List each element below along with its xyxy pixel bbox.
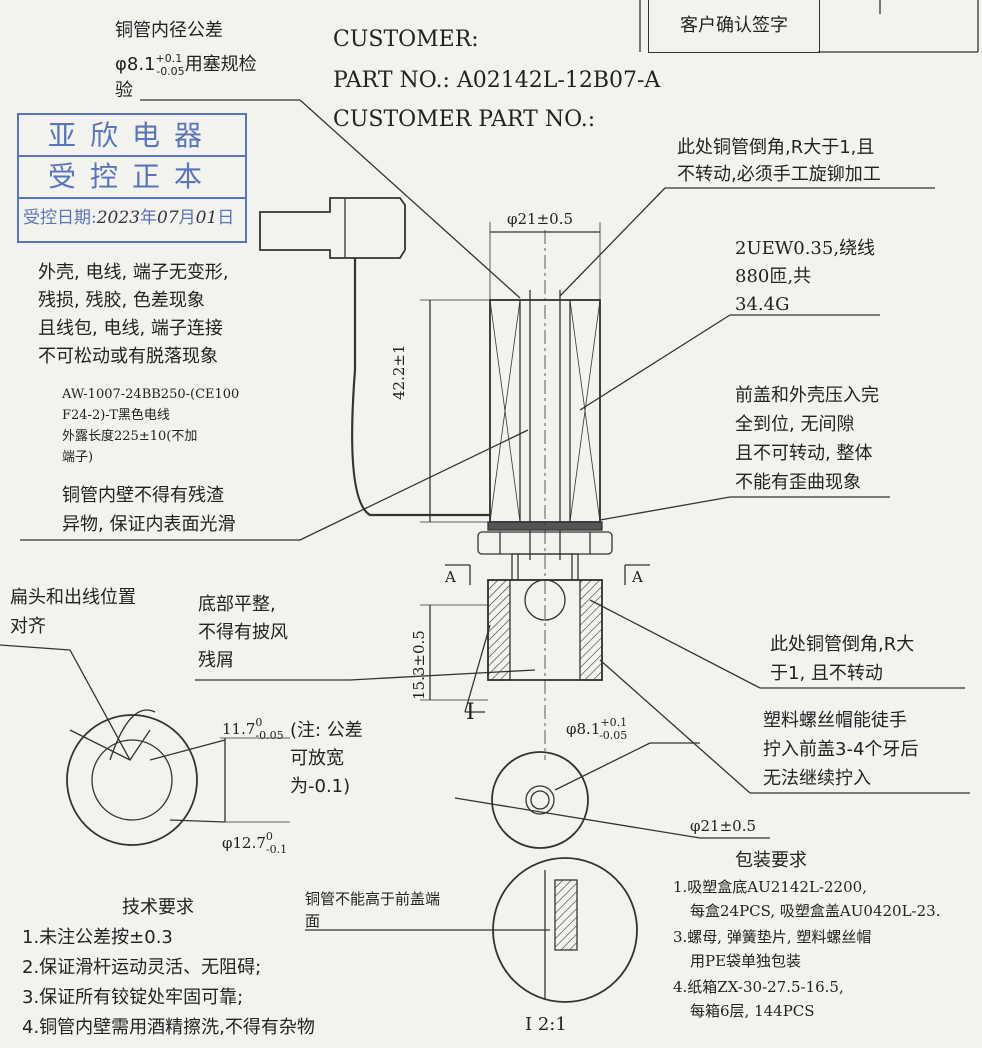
dim-top-diameter: φ21±0.5: [507, 210, 574, 228]
note-wire-1: AW-1007-24BB250-(CE100: [62, 387, 240, 402]
stamp-day-char: 日: [217, 208, 235, 228]
tech-item: 1.未注公差按±0.3: [22, 927, 173, 948]
note-cap-2: 拧入前盖3-4个牙后: [763, 739, 919, 760]
stamp-date: 受控日期:2023年07月01日: [19, 199, 249, 237]
note-bottom-3: 残屑: [198, 650, 234, 671]
dim-12-7: φ12.70-0.1: [222, 830, 288, 856]
note-shell-1: 外壳, 电线, 端子无变形,: [38, 262, 229, 283]
stamp-day: 01: [195, 208, 218, 228]
note-press-2: 全到位, 无间隙: [735, 414, 855, 435]
note-tolerance-c: 为-0.1): [290, 776, 351, 797]
customer-part-number: CUSTOMER PART NO.:: [333, 107, 596, 132]
detail-marker: I: [466, 700, 475, 725]
packing-item: 每箱6层, 144PCS: [690, 1002, 815, 1020]
note-winding-2: 880匝,共: [735, 266, 812, 287]
note-shell-4: 不可松动或有脱落现象: [38, 346, 218, 367]
note-tolerance-b: 可放宽: [290, 748, 344, 769]
stamp-year: 2023: [96, 208, 140, 228]
note-wire-2: F24-2)-T黑色电线: [62, 408, 170, 423]
note-cap-3: 无法继续拧入: [763, 768, 871, 789]
packing-title: 包装要求: [735, 850, 807, 871]
customer-confirm-box: 客户确认签字: [648, 0, 820, 53]
note-chamfer-top-1: 此处铜管倒角,R大于1,且: [677, 137, 875, 158]
detail-scale: I 2:1: [525, 1014, 567, 1035]
packing-item: 每盒24PCS, 吸塑盒盖AU0420L-23.: [690, 902, 941, 920]
note-chamfer-bottom-1: 此处铜管倒角,R大: [770, 634, 915, 655]
note-chamfer-top-2: 不转动,必须手工旋铆加工: [677, 164, 881, 185]
packing-item: 3.螺母, 弹簧垫片, 塑料螺丝帽: [673, 928, 872, 946]
packing-item: 用PE袋单独包装: [690, 952, 802, 970]
note-copper-tol-2: φ8.1+0.1-0.05用塞规检: [115, 52, 257, 78]
stamp-month-char: 月: [178, 208, 196, 228]
note-winding-3: 34.4G: [735, 294, 790, 315]
note-bottom-1: 底部平整,: [198, 594, 276, 615]
packing-item: 4.纸箱ZX-30-27.5-16.5,: [673, 978, 844, 996]
note-winding-1: 2UEW0.35,绕线: [735, 238, 876, 259]
section-marker-right: A: [632, 568, 643, 586]
tech-item: 4.铜管内壁需用酒精擦洗,不得有杂物: [22, 1017, 315, 1038]
dim-bottom-diameter: φ21±0.5: [690, 817, 757, 835]
note-copper-tol-1: 铜管内径公差: [115, 20, 223, 41]
note-press-4: 不能有歪曲现象: [735, 472, 861, 493]
dim-bottom-height: 15.3±0.5: [410, 630, 428, 700]
stamp-controlled: 受控正本: [19, 157, 245, 199]
note-inner-wall-1: 铜管内壁不得有残渣: [62, 485, 224, 506]
note-wire-3: 外露长度225±10(不加: [62, 429, 198, 444]
dim-11-7: 11.70-0.05: [222, 716, 284, 742]
solenoid-body: [477, 230, 613, 760]
note-inner-wall-2: 异物, 保证内表面光滑: [62, 514, 236, 535]
note-press-3: 且不可转动, 整体: [735, 443, 873, 464]
section-marker-left: A: [445, 568, 456, 586]
stamp-year-char: 年: [140, 208, 157, 228]
packing-item: 1.吸塑盒底AU2142L-2200,: [673, 878, 867, 896]
dim-height: 42.2±1: [390, 344, 408, 400]
note-copper-not-higher-1: 铜管不能高于前盖端: [305, 890, 441, 908]
note-wire-4: 端子): [62, 450, 94, 465]
stamp-month: 07: [157, 208, 179, 228]
controlled-copy-stamp: 亚欣电器 受控正本 受控日期:2023年07月01日: [17, 113, 247, 243]
tech-item: 2.保证滑杆运动灵活、无阻碍;: [22, 957, 262, 978]
note-copper-tol-3: 验: [115, 80, 133, 101]
note-flat-head-2: 对齐: [10, 616, 46, 637]
customer-label: CUSTOMER:: [333, 27, 479, 52]
stamp-date-label: 受控日期:: [23, 208, 97, 228]
tech-item: 3.保证所有铰锭处牢固可靠;: [22, 987, 244, 1008]
note-copper-not-higher-2: 面: [305, 912, 321, 930]
note-cap-1: 塑料螺丝帽能徒手: [763, 710, 907, 731]
note-bottom-2: 不得有披风: [198, 622, 288, 643]
part-number: PART NO.: A02142L-12B07-A: [333, 68, 661, 93]
tech-title: 技术要求: [122, 897, 194, 918]
note-shell-2: 残损, 残胶, 色差现象: [38, 290, 205, 311]
note-shell-3: 且线包, 电线, 端子连接: [38, 318, 223, 339]
note-press-1: 前盖和外壳压入完: [735, 385, 879, 406]
note-chamfer-bottom-2: 于1, 且不转动: [770, 663, 883, 684]
dim-8-1: φ8.1+0.1-0.05: [566, 716, 628, 742]
stamp-company: 亚欣电器: [19, 117, 245, 157]
note-flat-head-1: 扁头和出线位置: [10, 587, 136, 608]
note-tolerance-a: (注: 公差: [290, 720, 363, 741]
